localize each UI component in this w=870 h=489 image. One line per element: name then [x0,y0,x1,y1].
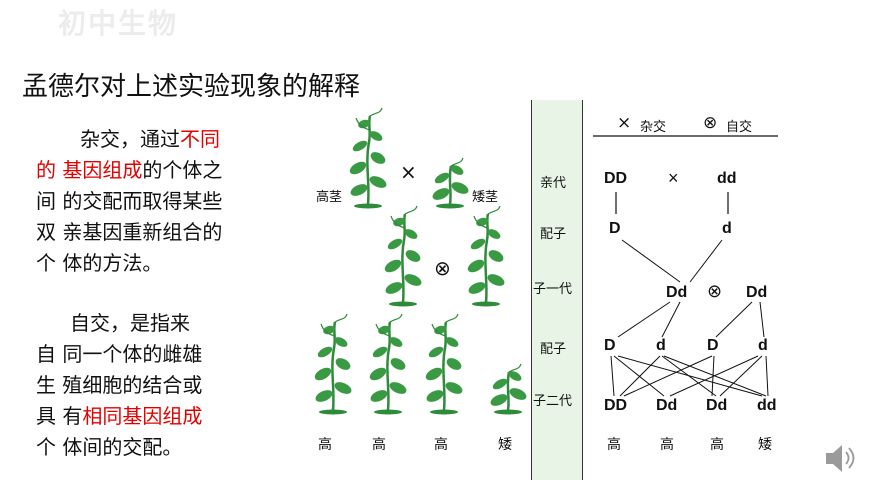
para2-line1: 自交，是指来 [70,311,190,335]
gen-label-gamete1: 配子 [540,227,567,242]
f2-genotype-3: Dd [706,397,728,414]
plant-pheno-3: 高 [434,437,448,453]
para1-line4: 双 亲基因重新组合的 [36,220,223,244]
generation-band [531,100,583,480]
f1-gamete-4: d [758,337,768,354]
para1-line1: 杂交，通过 [80,127,180,151]
cross-symbol-plants: × [400,160,417,184]
f1-plant-right-icon [464,204,508,308]
f2-plant-3-icon [422,312,466,416]
short-stem-label: 矮茎 [472,190,499,205]
f1-gamete-1: D [604,337,616,354]
legend-self-text: 自交 [726,120,753,135]
para2-line5: 个 体间的交配。 [36,435,183,459]
f1-plant-left-icon [381,204,425,308]
legend-cross-symbol: × [617,113,632,133]
f1-self-symbol: ⊗ [707,281,723,301]
para1-line5: 个 体的方法。 [36,251,163,275]
f1-gamete-2: d [656,337,666,354]
para2-line3: 生 殖细胞的结合或 [36,373,203,397]
f2-plant-1-icon [311,312,355,416]
short-parent-plant-icon [429,156,472,210]
f2-plant-2-icon [366,312,410,416]
f2-pheno-3: 高 [710,437,724,453]
para2-line2: 自 同一个体的雌雄 [36,342,203,366]
f1-gamete-3: D [707,337,719,354]
legend-self-symbol: ⊗ [703,113,718,133]
f2-pheno-4: 矮 [758,437,772,453]
f2-genotype-4: dd [757,397,777,414]
para1-line2: 的个体之 [142,158,223,182]
speaker-icon[interactable] [826,445,855,472]
hybridization-paragraph: 杂交，通过不同 的 基因组成的个体之 间 的交配而取得某些 双 亲基因重新组合的… [36,124,222,279]
tall-parent-plant-icon [346,106,390,210]
para1-line1-red: 不同 [180,127,220,151]
gen-label-parent: 亲代 [540,176,567,191]
para2-line4-red: 相同基因组成 [82,404,203,428]
para2-line4a: 具 有 [36,404,83,428]
gamete-D: D [609,220,621,237]
gen-label-gamete2: 配子 [540,342,567,357]
parent-genotype-DD: DD [604,170,628,187]
parent-cross-symbol: × [668,168,679,188]
f2-genotype-1: DD [604,397,628,414]
para1-line2-red2: 基因组成 [62,158,143,182]
self-pollination-paragraph: 自交，是指来 自 同一个体的雌雄 生 殖细胞的结合或 具 有相同基因组成 个 体… [36,308,202,463]
f2-genotype-2: Dd [656,397,678,414]
gen-label-f2: 子二代 [533,394,573,409]
slide-title: 孟德尔对上述实验现象的解释 [22,72,361,102]
plant-pheno-1: 高 [318,437,332,453]
f1-genotype-left: Dd [666,284,688,301]
para1-line3: 间 的交配而取得某些 [36,189,223,213]
para1-line2-red1: 的 [36,158,56,182]
plant-pheno-2: 高 [372,437,386,453]
legend-cross-text: 杂交 [640,120,667,135]
gen-label-f1: 子一代 [533,282,573,297]
plant-pheno-4: 矮 [498,437,512,453]
gamete-d: d [722,220,732,237]
parent-genotype-dd: dd [717,170,737,187]
f2-pheno-1: 高 [607,437,621,453]
f1-genotype-right: Dd [746,284,768,301]
watermark: 初中生物 [58,7,179,40]
f2-pheno-2: 高 [660,437,674,453]
self-symbol-plants: ⊗ [434,256,451,280]
tall-stem-label: 高茎 [316,190,343,205]
f2-plant-4-icon [487,362,530,416]
